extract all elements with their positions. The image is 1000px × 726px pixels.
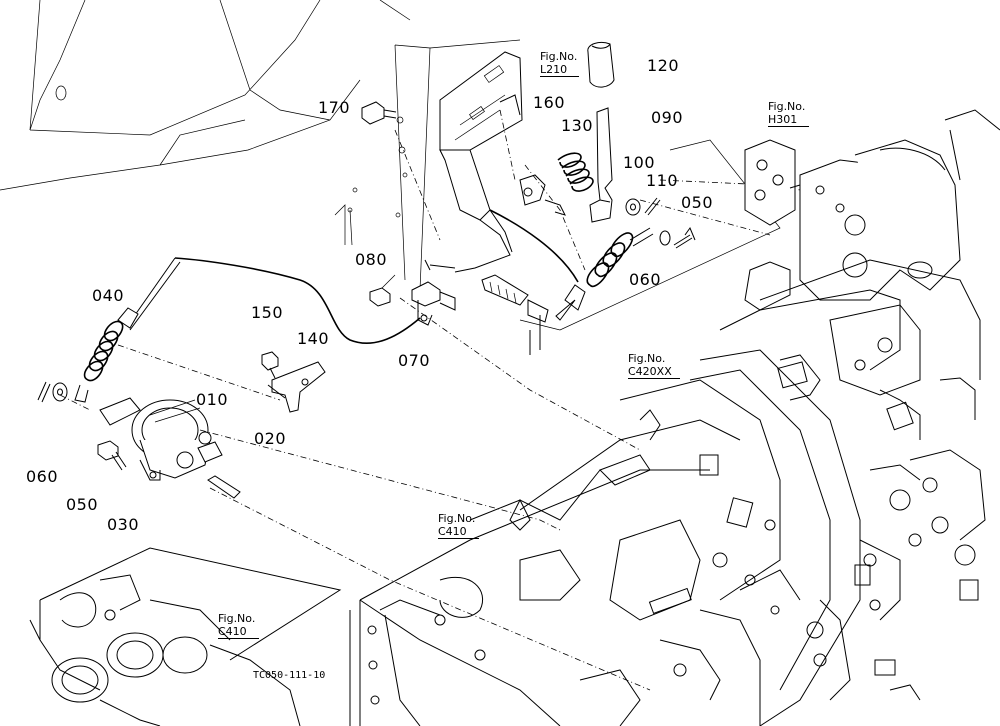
fig-ref-code: C410 [218,625,259,639]
part-label-020: 020 [254,429,287,448]
fig-ref-prefix: Fig.No. [768,100,806,113]
fig-ref-code: C410 [438,525,479,539]
lever-bracket-160 [424,51,566,273]
part-label-060-lower: 060 [26,467,59,486]
part-label-100: 100 [623,153,656,172]
washer-100 [625,198,641,216]
lower-left-housing [29,547,342,726]
bolt-170 [361,101,397,125]
leader-lines [59,109,801,691]
part-label-030: 030 [107,515,140,534]
drawing-code: TC050-111-10 [253,670,326,681]
part-label-090: 090 [651,108,684,127]
main-housing [349,379,801,726]
dash-panel-outline [0,0,521,291]
transmission-case [689,259,986,726]
fig-ref-prefix: Fig.No. [628,352,666,365]
fig-ref-prefix: Fig.No. [438,512,476,525]
fig-ref-l210: Fig.No. L210 [540,50,580,77]
lever-090 [589,107,613,223]
part-label-120: 120 [647,56,680,75]
part-label-080: 080 [355,250,388,269]
actuator-010 [99,397,223,481]
pin-110 [644,197,661,216]
washer-050-lower [52,382,68,402]
fig-ref-prefix: Fig.No. [540,50,578,63]
knob-120 [587,41,615,88]
pin-020 [207,475,241,499]
fig-ref-c410-center: Fig.No. C410 [438,512,479,539]
bolt-030 [97,440,127,471]
hydraulic-block [519,109,1000,331]
fig-ref-c420xx: Fig.No. C420XX [628,352,680,379]
part-label-050-upper: 050 [681,193,714,212]
bolt-150 [261,351,279,379]
fig-ref-code: C420XX [628,365,680,379]
part-label-040: 040 [92,286,125,305]
part-label-070: 070 [398,351,431,370]
bolt-080 [369,287,391,307]
part-label-110: 110 [646,171,679,190]
pin-060-lower [37,381,51,403]
fig-ref-code: H301 [768,113,810,127]
part-label-140: 140 [297,329,330,348]
part-label-130: 130 [561,116,594,135]
part-label-160: 160 [533,93,566,112]
fig-ref-code: L210 [540,63,580,77]
spring-130 [557,152,594,192]
fig-ref-h301: Fig.No. H301 [768,100,810,127]
clamp-070 [411,281,456,326]
plate-140 [267,361,326,413]
fig-ref-prefix: Fig.No. [218,612,256,625]
cable-upper [489,209,696,321]
part-label-170: 170 [318,98,351,117]
part-label-010: 010 [196,390,229,409]
part-label-050-lower: 050 [66,495,99,514]
fig-ref-c410-lower: Fig.No. C410 [218,612,259,639]
part-label-150: 150 [251,303,284,322]
cable-end-040 [74,307,139,403]
part-label-060-upper: 060 [629,270,662,289]
adjust-bolt [481,274,549,355]
